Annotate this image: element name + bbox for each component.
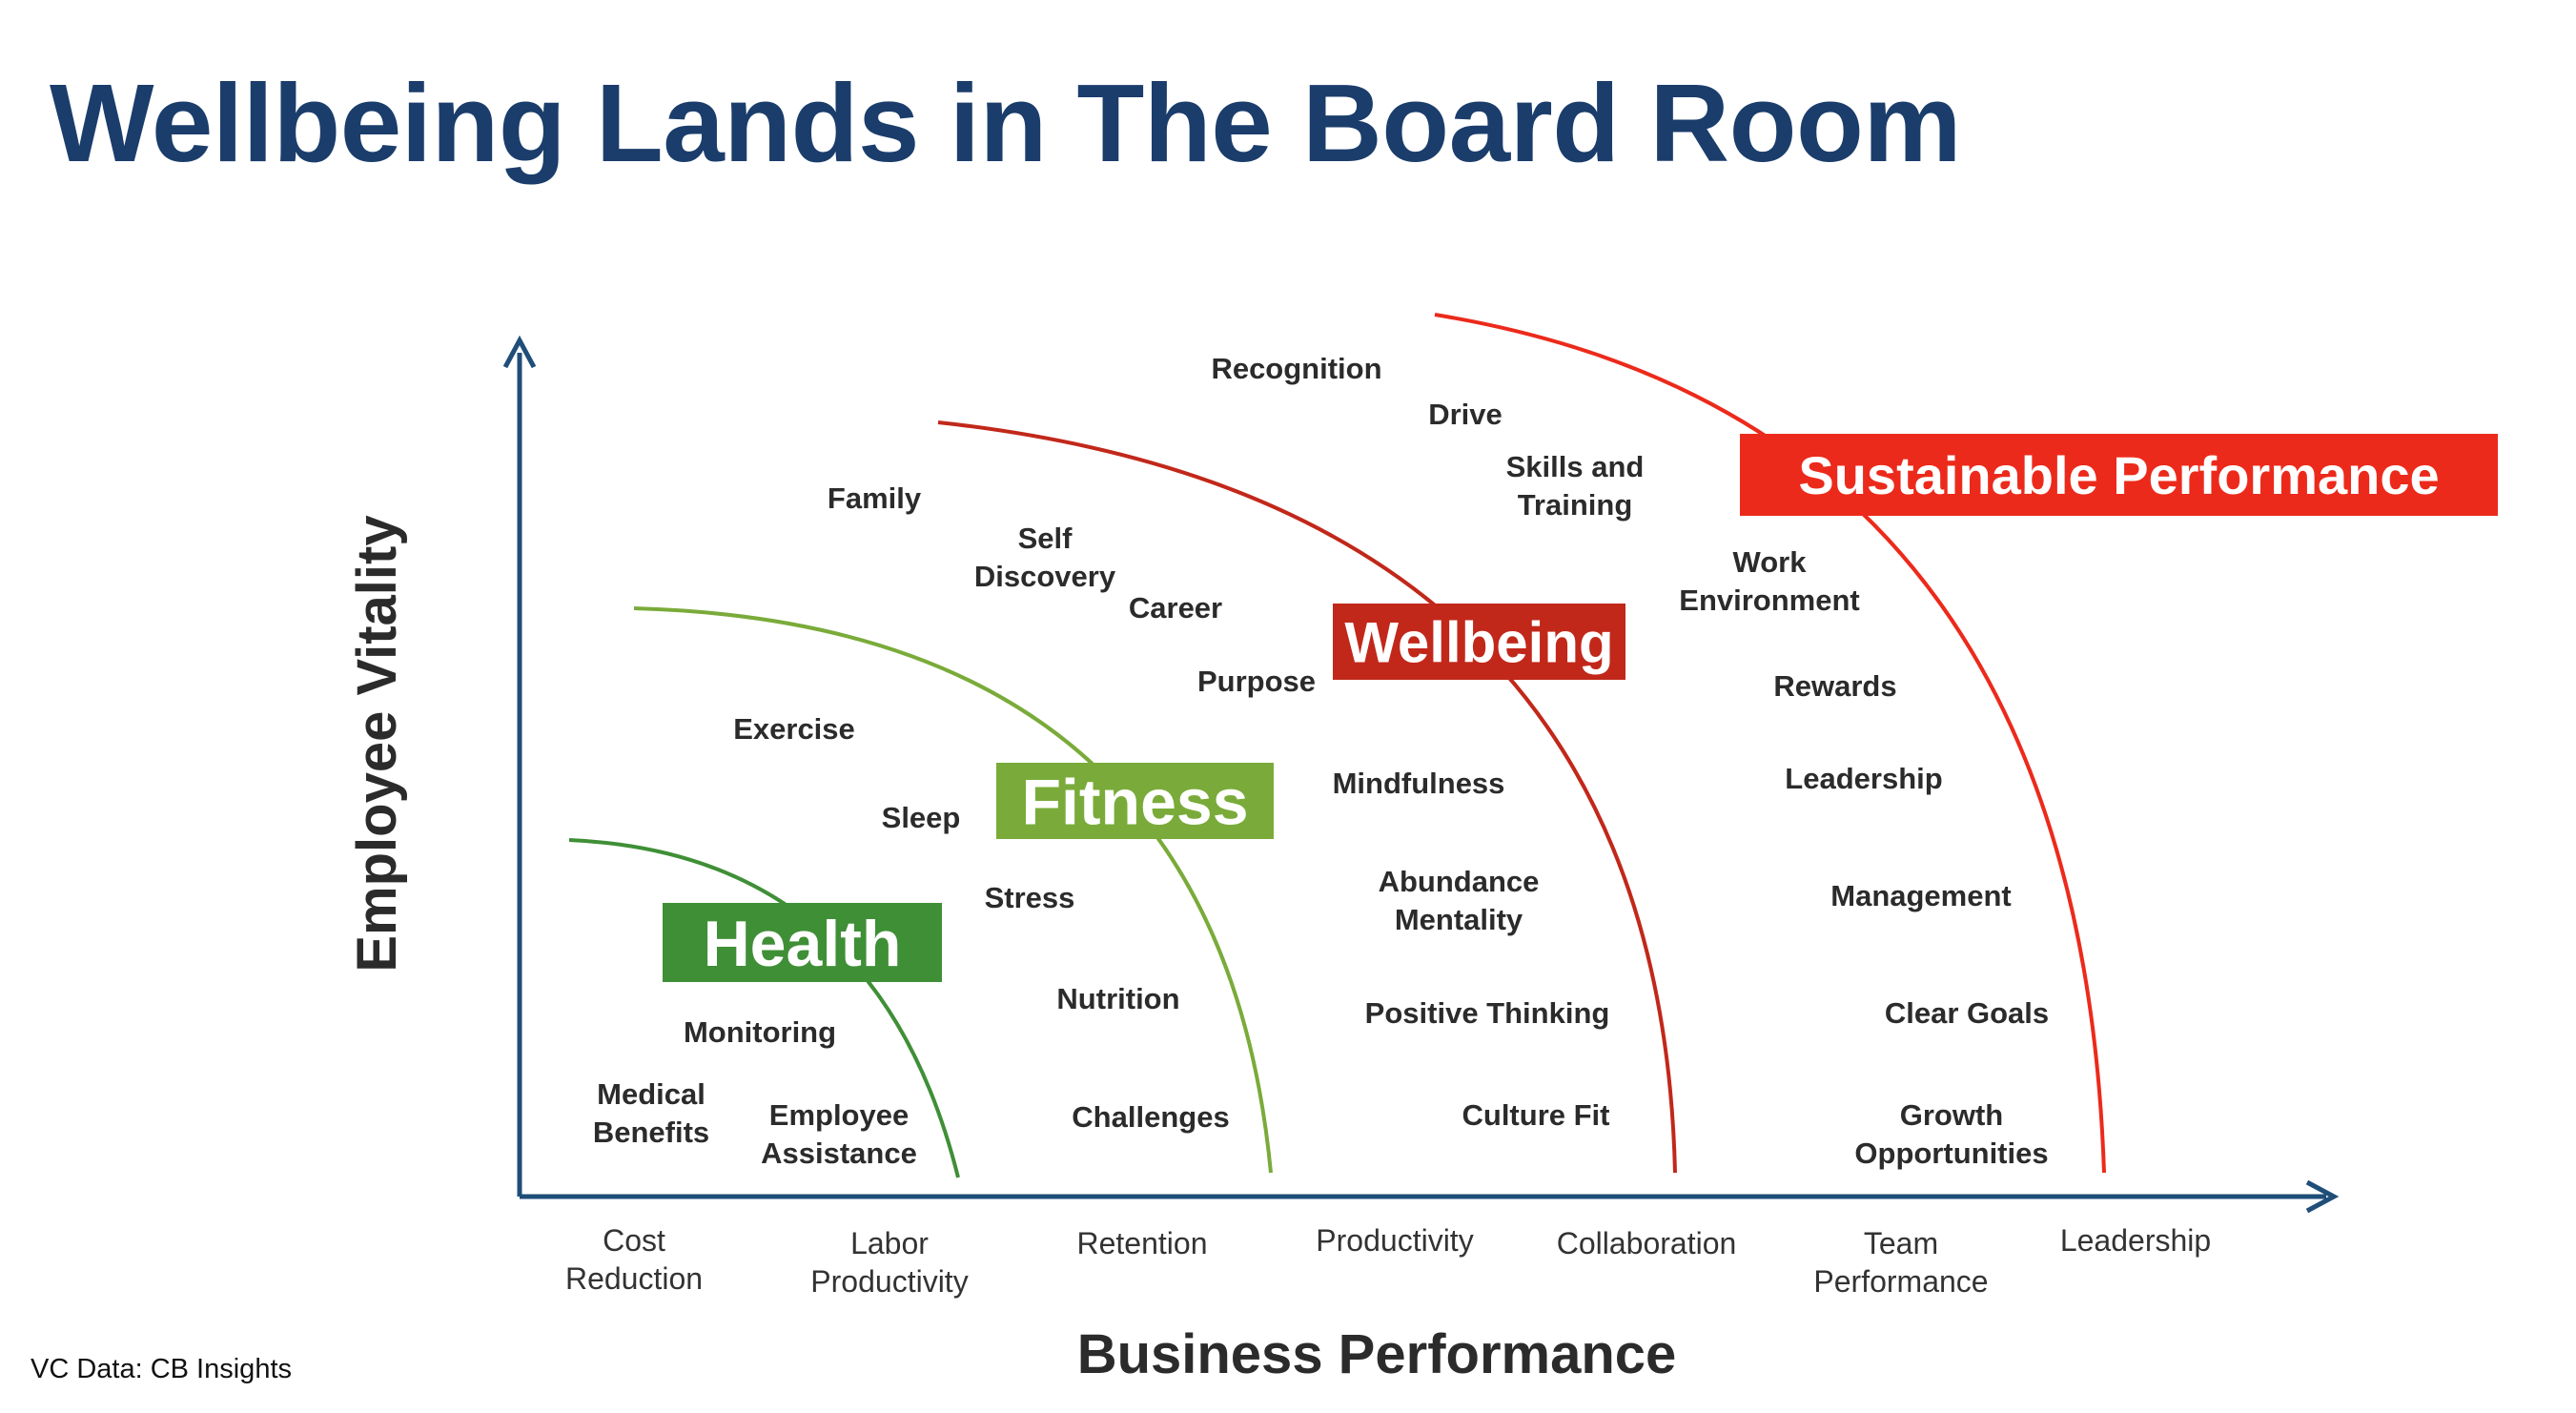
- x-tick-leadership: Leadership: [2060, 1223, 2211, 1258]
- y-axis-title: Employee Vitality: [346, 515, 408, 972]
- zone-health-box: [663, 903, 942, 982]
- word-monitoring: Monitoring: [684, 1015, 836, 1049]
- word-positive-thinking: Positive Thinking: [1365, 996, 1610, 1030]
- x-tick-collaboration: Collaboration: [1557, 1226, 1737, 1260]
- word-leadership: Leadership: [1785, 762, 1942, 795]
- word-management: Management: [1830, 879, 2011, 912]
- word-exercise: Exercise: [733, 712, 855, 746]
- word-clear-goals: Clear Goals: [1885, 996, 2049, 1030]
- slide-title: Wellbeing Lands in The Board Room: [50, 61, 1962, 185]
- zone-sustainable-performance: Sustainable Performance: [1740, 434, 2498, 516]
- word-recognition: Recognition: [1211, 352, 1381, 385]
- word-rewards: Rewards: [1773, 669, 1896, 703]
- y-axis-arrow-icon: [502, 335, 537, 369]
- zone-sustainable-performance-label: Sustainable Performance: [1798, 445, 2439, 505]
- word-family: Family: [828, 481, 922, 515]
- zone-wellbeing-label: Wellbeing: [1344, 611, 1613, 675]
- x-tick-productivity: Productivity: [1316, 1223, 1473, 1258]
- x-axis-title: Business Performance: [1077, 1323, 1677, 1385]
- zone-wellbeing: Wellbeing: [1333, 604, 1625, 680]
- x-axis-arrow-icon: [2305, 1179, 2340, 1214]
- zone-fitness: Fitness: [996, 763, 1274, 839]
- zone-labels: Health Fitness Wellbeing Sustainable Perfor…: [663, 434, 2498, 982]
- word-career: Career: [1129, 591, 1222, 625]
- word-purpose: Purpose: [1197, 665, 1316, 698]
- zone-wellbeing-box: [1333, 604, 1625, 680]
- zone-fitness-label: Fitness: [1021, 766, 1248, 838]
- zone-fitness-box: [996, 763, 1274, 839]
- word-stress: Stress: [985, 881, 1075, 914]
- word-mindfulness: Mindfulness: [1333, 767, 1505, 800]
- word-nutrition: Nutrition: [1056, 982, 1179, 1015]
- zone-sustainable-performance-box: [1740, 434, 2498, 516]
- sustainable-performance-curve: [1434, 313, 2106, 1174]
- word-drive: Drive: [1428, 398, 1503, 431]
- word-sleep: Sleep: [882, 801, 961, 834]
- source-note: VC Data: CB Insights: [31, 1354, 292, 1384]
- zone-health: Health: [663, 903, 942, 982]
- x-tick-retention: Retention: [1077, 1226, 1208, 1260]
- word-culture-fit: Culture Fit: [1462, 1098, 1610, 1132]
- word-challenges: Challenges: [1072, 1100, 1229, 1134]
- zone-health-label: Health: [704, 908, 902, 980]
- fitness-curve: [633, 606, 1273, 1174]
